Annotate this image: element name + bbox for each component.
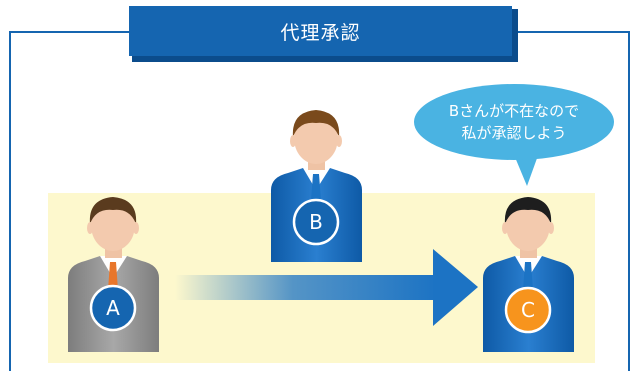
speech-bubble-text: Bさんが不在なので 私が承認しよう — [414, 92, 614, 152]
badge-b-label: B — [309, 210, 323, 234]
badge-a-circle — [89, 284, 137, 332]
title-banner: 代理承認 — [129, 6, 518, 62]
speech-bubble-line-1: Bさんが不在なので — [448, 102, 580, 120]
person-a — [68, 197, 159, 352]
speech-bubble-line-2: 私が承認しよう — [461, 124, 567, 142]
person-b — [271, 110, 362, 262]
badge-c-circle — [504, 286, 552, 334]
page-title: 代理承認 — [280, 21, 361, 44]
badge-b-circle — [292, 198, 340, 246]
speech-bubble — [414, 84, 614, 186]
delegation-arrow — [175, 249, 478, 326]
badge-c-label: C — [521, 298, 535, 322]
badge-a-label: A — [106, 296, 120, 320]
